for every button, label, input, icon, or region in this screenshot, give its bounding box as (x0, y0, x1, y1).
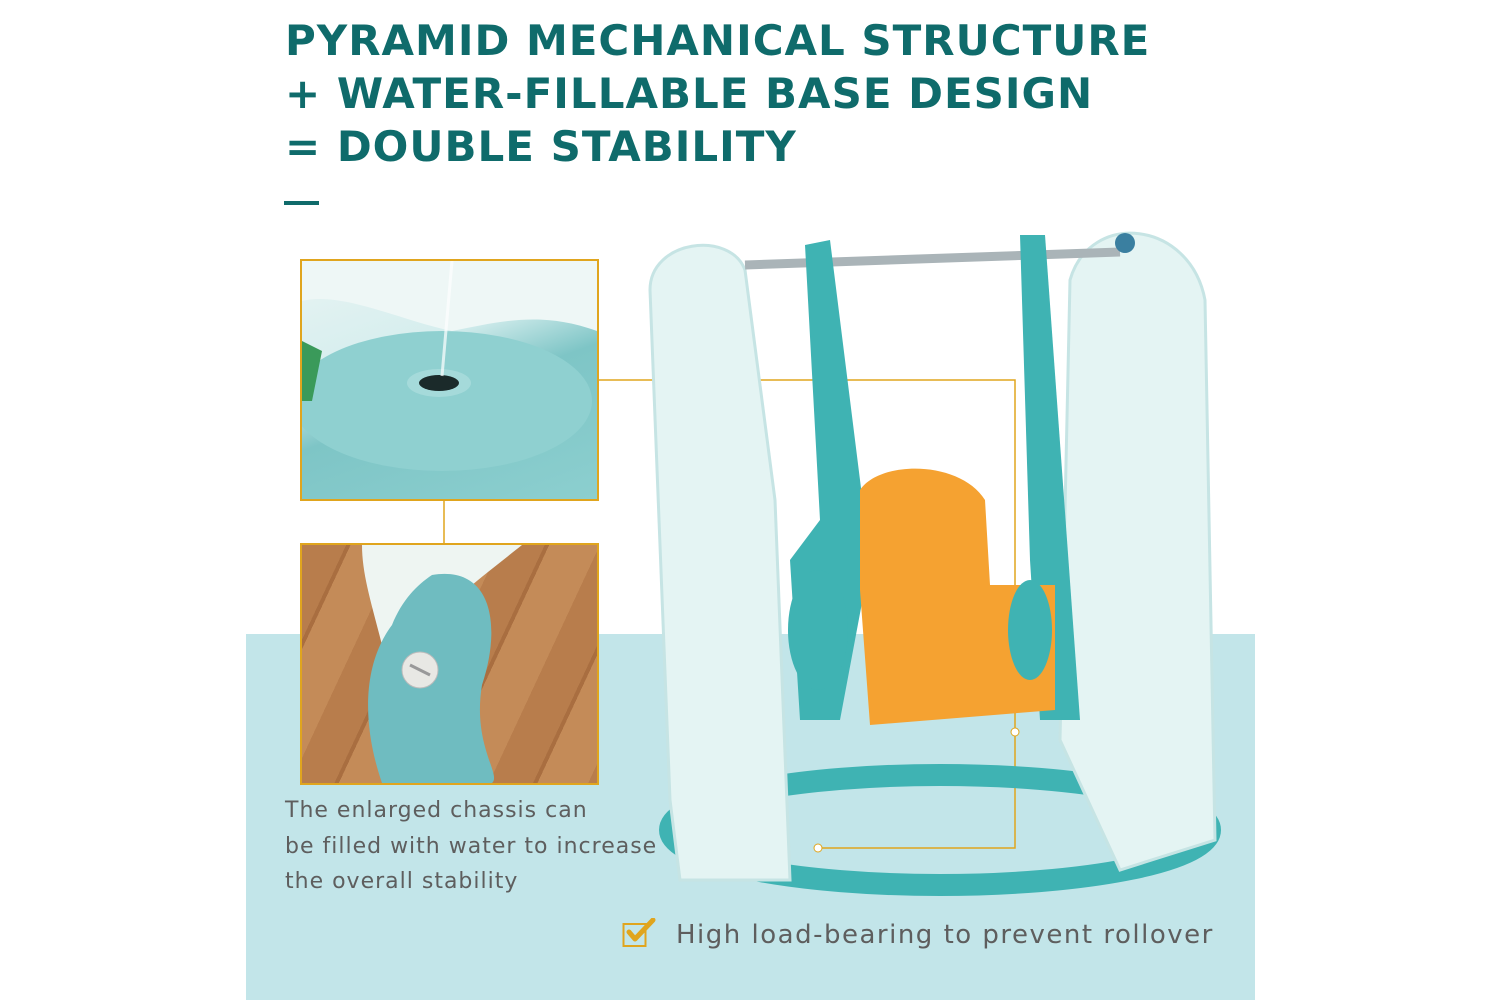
feature-text: High load-bearing to prevent rollover (676, 920, 1214, 950)
headline-line-1: PYRAMID MECHANICAL STRUCTURE (285, 16, 1151, 65)
caption-line-2: be filled with water to increase (285, 833, 658, 859)
headline-line-2: + WATER-FILLABLE BASE DESIGN (285, 69, 1094, 118)
feature-item: High load-bearing to prevent rollover (622, 918, 1214, 952)
caption: The enlarged chassis can be filled with … (285, 793, 657, 900)
headline-line-3: = DOUBLE STABILITY (285, 122, 797, 171)
caption-line-3: the overall stability (285, 869, 519, 894)
divider (284, 201, 319, 205)
checkbox-checked-icon (622, 918, 656, 947)
caption-line-1: The enlarged chassis can (285, 798, 588, 823)
detail-photo-water-inlet (300, 259, 599, 501)
headline: PYRAMID MECHANICAL STRUCTURE + WATER-FIL… (285, 14, 1150, 173)
detail-photo-water-cap (300, 543, 599, 785)
